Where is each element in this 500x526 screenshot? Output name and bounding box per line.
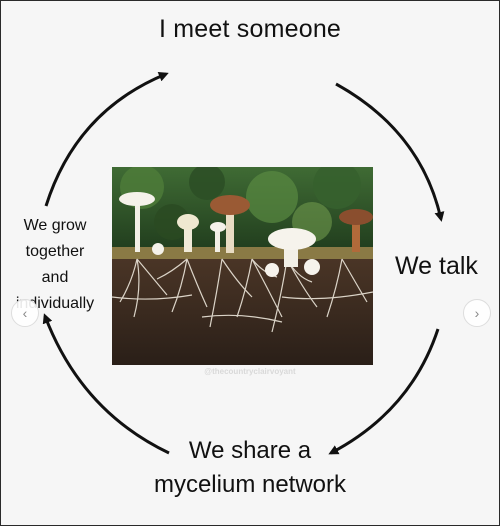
step-we-grow-line: and — [41, 269, 69, 286]
arrow-top-right — [335, 82, 445, 222]
arrow-top-left — [44, 72, 169, 207]
mushroom-group — [119, 192, 373, 277]
step-we-grow-line: We grow — [23, 217, 87, 234]
step-we-grow-line: together — [25, 243, 85, 260]
arrow-bottom-left — [42, 313, 170, 455]
chevron-right-icon: › — [474, 305, 480, 321]
arrow-bottom-right — [328, 328, 440, 455]
step-we-share-line2: mycelium network — [153, 471, 347, 498]
chevron-left-icon: ‹ — [22, 305, 28, 321]
step-we-talk: We talk — [395, 252, 478, 280]
diagram-title: I meet someone — [158, 15, 342, 43]
carousel-prev-button[interactable]: ‹ — [11, 299, 39, 327]
step-we-share: We share a mycelium network — [1, 434, 499, 502]
carousel-next-button[interactable]: › — [463, 299, 491, 327]
mushroom-mycelium-photo — [112, 167, 373, 365]
watermark: @thecountryclairvoyant — [204, 367, 296, 376]
step-we-share-line1: We share a — [188, 437, 312, 464]
